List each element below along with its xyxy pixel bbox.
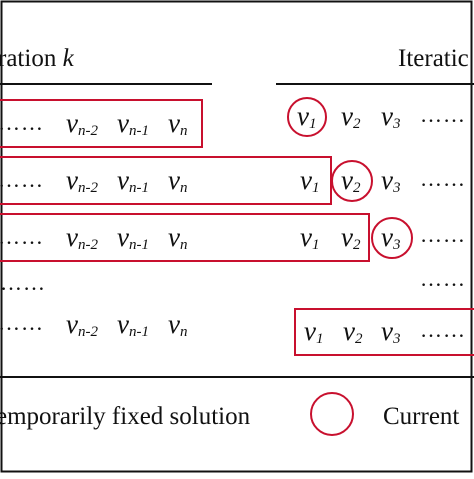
dots-left-row1: …… xyxy=(0,110,44,135)
fixed-box-row3 xyxy=(0,213,370,262)
var-v1-row5: v1 xyxy=(304,316,323,347)
fixed-box-right-row5 xyxy=(294,308,474,356)
var-v2-row1: v2 xyxy=(341,101,361,132)
fixed-box-row2 xyxy=(0,156,332,205)
var-vn-row2: vn xyxy=(168,165,187,196)
dots-right-row1: …… xyxy=(420,102,466,127)
var-v2-row3: v2 xyxy=(341,222,361,253)
dots-right-row5: …… xyxy=(420,317,466,342)
var-v1-row1: v1 xyxy=(297,101,316,132)
var-vn2-row1: vn-2 xyxy=(66,108,98,139)
var-vn1-row5: vn-1 xyxy=(117,309,149,340)
dots-right-row3: …… xyxy=(420,222,466,247)
legend-current-label: Current xyxy=(383,403,459,430)
dots-right-row2: …… xyxy=(420,166,466,191)
var-v1-row3: v1 xyxy=(300,222,319,253)
var-vn2-row2: vn-2 xyxy=(66,165,98,196)
var-v3-row2: v3 xyxy=(381,165,400,196)
dots-left-row5: …… xyxy=(0,310,44,335)
current-circle-row3 xyxy=(371,217,413,259)
right-header: Iteratic xyxy=(398,45,469,72)
left-header: ration k xyxy=(0,45,75,72)
var-v3-row3: v3 xyxy=(381,222,400,253)
var-v1-row2: v1 xyxy=(300,165,319,196)
var-v3-row5: v3 xyxy=(381,316,400,347)
legend-current-circle xyxy=(310,392,354,436)
var-vn-row5: vn xyxy=(168,309,187,340)
left-header-k: k xyxy=(63,45,75,72)
legend-fixed-label: emporarily fixed solution xyxy=(0,403,251,430)
var-vn2-row3: vn-2 xyxy=(66,222,98,253)
var-vn2-row5: vn-2 xyxy=(66,309,98,340)
var-vn1-row2: vn-1 xyxy=(117,165,149,196)
var-vn-row3: vn xyxy=(168,222,187,253)
var-vn-row1: vn xyxy=(168,108,187,139)
current-circle-row1 xyxy=(287,97,327,137)
current-circle-row2 xyxy=(331,160,373,202)
fixed-box-left-row1 xyxy=(0,99,203,148)
var-vn1-row1: vn-1 xyxy=(117,108,149,139)
dots-left-row2: …… xyxy=(0,167,44,192)
var-v3-row1: v3 xyxy=(381,101,400,132)
dots-left-row3: …… xyxy=(0,224,44,249)
dots-right-row4: …… xyxy=(420,266,466,291)
var-v2-row2: v2 xyxy=(341,165,361,196)
var-vn1-row3: vn-1 xyxy=(117,222,149,253)
dots-left-row4: …… xyxy=(0,270,46,295)
var-v2-row5: v2 xyxy=(343,316,363,347)
